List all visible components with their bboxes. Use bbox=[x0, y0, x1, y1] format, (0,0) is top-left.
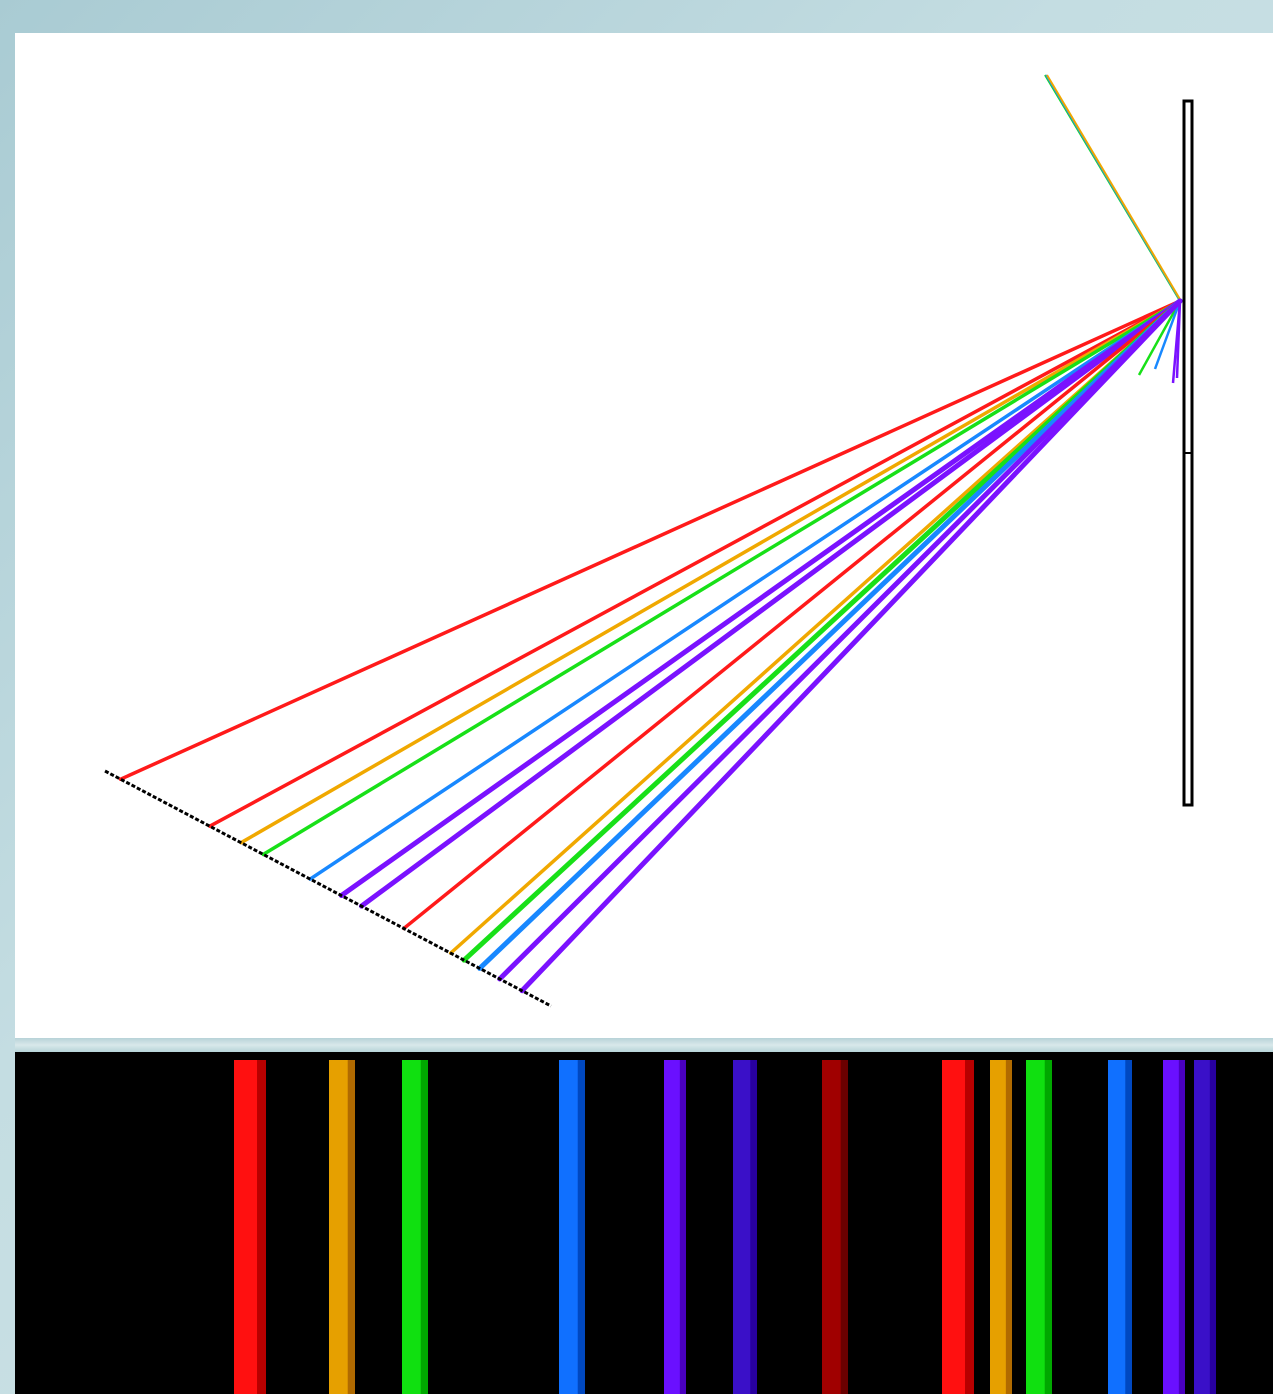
spectral-line-1 bbox=[234, 1060, 266, 1394]
diffracted-ray-8 bbox=[402, 299, 1182, 931]
spectral-line-2 bbox=[329, 1060, 355, 1394]
reflected-ray-1 bbox=[1137, 300, 1182, 376]
panel-divider bbox=[15, 1038, 1273, 1052]
diffracted-ray-7 bbox=[358, 298, 1183, 909]
spectral-line-3 bbox=[402, 1060, 428, 1394]
spectral-line-10 bbox=[1026, 1060, 1052, 1394]
reflected-ray-2 bbox=[1153, 300, 1182, 370]
diffracted-ray-5 bbox=[308, 299, 1182, 881]
incident-rays bbox=[1044, 74, 1182, 384]
diffraction-diagram bbox=[104, 74, 1194, 1008]
spectral-line-13 bbox=[1194, 1060, 1216, 1394]
simulation-canvas[interactable] bbox=[15, 33, 1273, 1038]
diffracted-ray-6 bbox=[338, 298, 1183, 899]
spectral-line-5 bbox=[664, 1060, 686, 1394]
spectral-line-6 bbox=[733, 1060, 757, 1394]
diffracted-ray-10 bbox=[461, 298, 1183, 963]
diffracted-ray-12 bbox=[497, 298, 1183, 982]
diffracted-ray-2 bbox=[208, 299, 1182, 828]
diffracted-ray-1 bbox=[118, 299, 1182, 781]
reflected-ray-4 bbox=[1175, 300, 1182, 379]
incident-ray-3 bbox=[1046, 74, 1182, 302]
diffracted-ray-3 bbox=[239, 299, 1182, 845]
spectral-line-4 bbox=[559, 1060, 585, 1394]
diffracted-ray-11 bbox=[477, 298, 1183, 971]
spectrum-display bbox=[15, 1052, 1273, 1394]
spectral-line-9 bbox=[990, 1060, 1012, 1394]
spectral-line-8 bbox=[942, 1060, 974, 1394]
diffracted-rays bbox=[118, 298, 1183, 994]
spectrum-lines bbox=[234, 1060, 1216, 1394]
diffracted-ray-4 bbox=[261, 299, 1182, 857]
diffracted-ray-13 bbox=[519, 298, 1183, 994]
spectral-line-12 bbox=[1163, 1060, 1185, 1394]
spectral-line-7 bbox=[822, 1060, 848, 1394]
diffraction-grating[interactable] bbox=[104, 769, 552, 1008]
spectral-line-11 bbox=[1108, 1060, 1132, 1394]
